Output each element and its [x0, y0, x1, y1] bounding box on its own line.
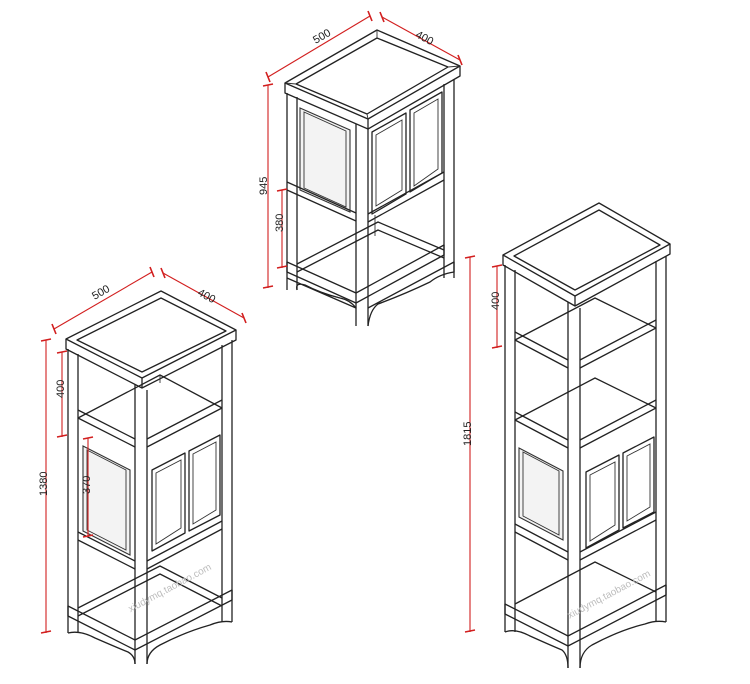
- watermark-left: xiudymq.taobao.com: [127, 562, 214, 615]
- left-cabinet: [65, 290, 237, 665]
- left-top-label: 400: [55, 380, 67, 398]
- right-cabinet-dimensions: [464, 255, 503, 633]
- top-lower-label: 380: [274, 214, 286, 232]
- left-width-label: 500: [90, 283, 112, 303]
- top-cabinet-dimensions: [262, 10, 463, 289]
- right-top-label: 400: [490, 292, 502, 310]
- right-height-label: 1815: [462, 422, 474, 446]
- left-middle-label: 370: [81, 476, 93, 494]
- top-height-label: 945: [258, 177, 270, 195]
- left-cabinet-dimensions: [40, 266, 247, 634]
- right-cabinet: [502, 202, 671, 669]
- top-cabinet: [284, 29, 461, 327]
- left-depth-label: 400: [195, 287, 217, 306]
- left-height-label: 1380: [38, 472, 50, 496]
- watermark-right: xiudymq.taobao.com: [566, 568, 653, 621]
- top-width-label: 500: [311, 27, 333, 47]
